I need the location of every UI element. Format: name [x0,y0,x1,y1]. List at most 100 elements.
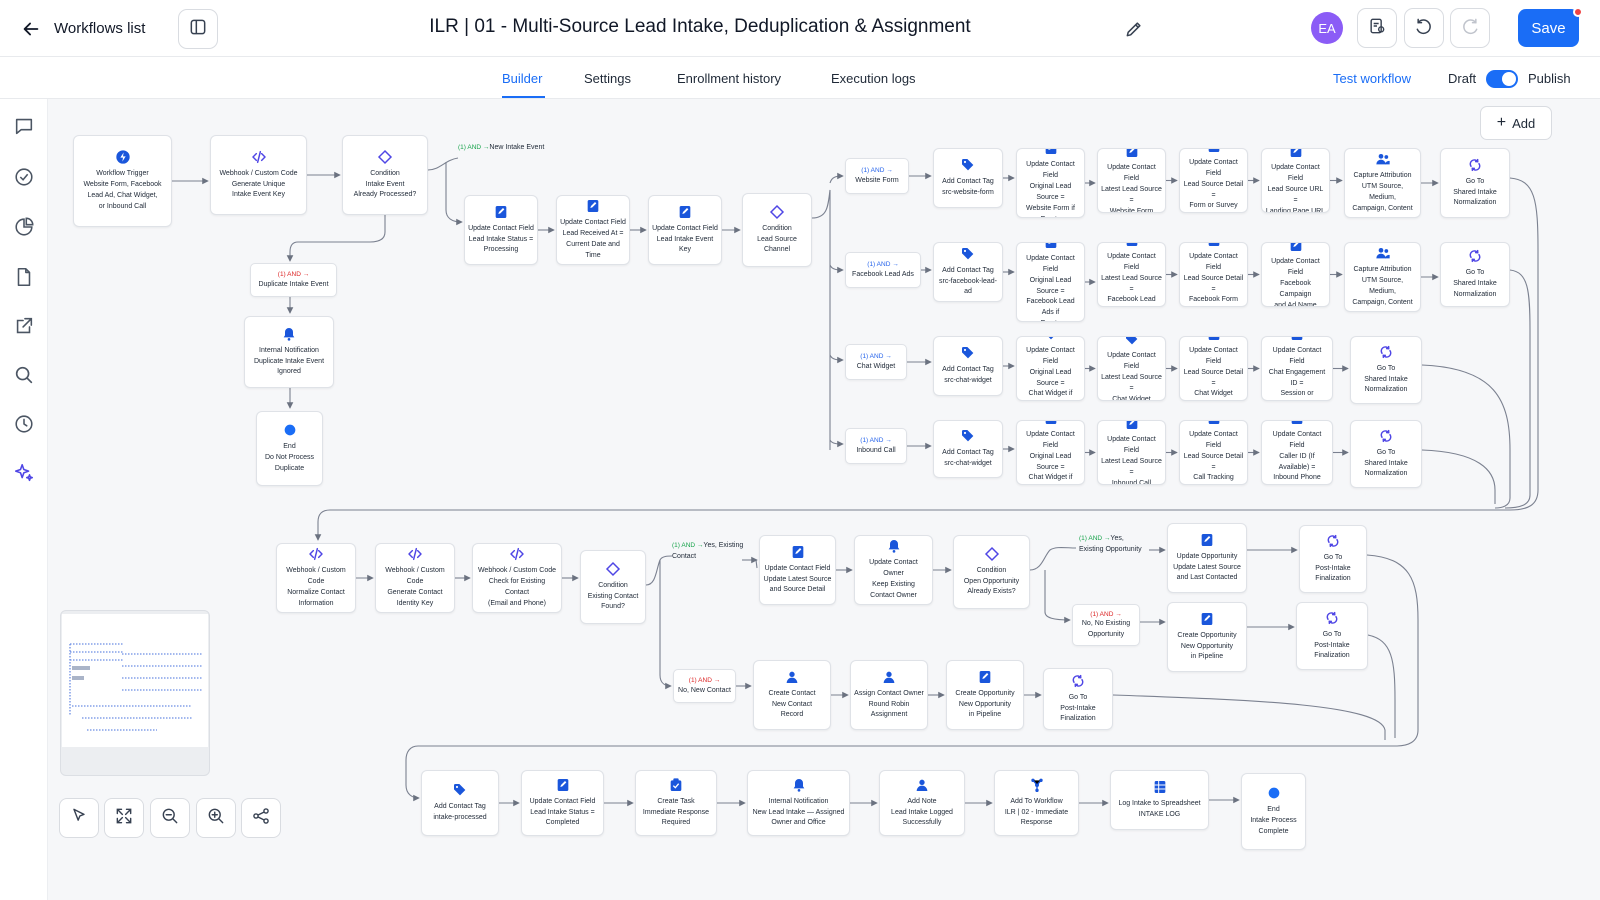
workflow-node-f1[interactable]: Add Contact Tag src-facebook-lead-ad [933,242,1003,302]
workflow-node-nc4[interactable]: Go To Post-Intake Finalization [1043,668,1113,730]
branch-chat[interactable]: (1) AND →Chat Widget [845,344,907,380]
branch-label: No, New Contact [678,686,731,694]
undo-button[interactable] [1404,8,1444,48]
workflow-node-b4[interactable]: Internal Notification New Lead Intake — … [747,770,850,836]
workflow-node-s2[interactable]: Webhook / Custom Code Generate Contact I… [375,543,455,613]
workflow-node-b6[interactable]: Add To Workflow ILR | 02 - Immediate Res… [994,770,1079,836]
branch-inbound[interactable]: (1) AND →Inbound Call [845,428,907,464]
workflow-node-s3[interactable]: Webhook / Custom Code Check for Existing… [472,543,562,613]
workflow-node-c2[interactable]: Update Contact Field Original Lead Sourc… [1016,336,1085,401]
workflow-node-w7[interactable]: Go To Shared Intake Normalization [1440,148,1510,218]
workflow-node-n4[interactable]: Update Contact Field Lead Intake Status … [464,195,538,265]
redo-button[interactable] [1450,8,1490,48]
workflow-node-n3[interactable]: Condition Intake Event Already Processed… [342,135,428,215]
workflow-node-w6[interactable]: Capture Attribution UTM Source, Medium, … [1344,148,1421,218]
workflow-node-i1[interactable]: Add Contact Tag src-chat-widget [933,420,1003,478]
branch-facebook[interactable]: (1) AND →Facebook Lead Ads [845,252,921,288]
branch-yes_contact[interactable]: (1) AND →Yes, Existing Contact [672,541,754,573]
workflow-node-n7[interactable]: Condition Lead Source Channel [742,193,812,267]
workflow-node-b3[interactable]: Create Task Immediate Response Required [635,770,717,836]
document-icon[interactable] [13,266,35,288]
branch-website[interactable]: (1) AND →Website Form [845,158,909,194]
workflow-node-i2[interactable]: Update Contact Field Original Lead Sourc… [1016,420,1085,485]
workflow-node-f5[interactable]: Update Contact Field Facebook Campaign a… [1261,242,1330,307]
workflow-node-s4[interactable]: Condition Existing Contact Found? [580,550,646,624]
workflow-node-b1[interactable]: Add Contact Tag intake-processed [421,770,499,836]
workflow-node-f2[interactable]: Update Contact Field Original Lead Sourc… [1016,242,1085,322]
workflow-node-s1[interactable]: Webhook / Custom Code Normalize Contact … [276,543,356,613]
tab-builder[interactable]: Builder [502,71,543,86]
pencil-icon[interactable] [1124,19,1144,39]
workflow-node-f3[interactable]: Update Contact Field Latest Lead Source … [1097,242,1166,307]
workflow-node-w1[interactable]: Add Contact Tag src-website-form [933,148,1003,208]
search-icon[interactable] [13,364,35,386]
tab-settings[interactable]: Settings [584,71,631,86]
workflow-node-b7[interactable]: Log Intake to Spreadsheet INTAKE LOG [1110,770,1209,830]
workflow-node-f6[interactable]: Capture Attribution UTM Source, Medium, … [1344,242,1421,312]
zoom-out-button[interactable] [150,798,190,838]
workflow-node-b8[interactable]: End Intake Process Complete [1241,773,1306,850]
workflow-node-c3[interactable]: Update Contact Field Latest Lead Source … [1097,336,1166,401]
workflow-node-i3[interactable]: Update Contact Field Latest Lead Source … [1097,420,1166,485]
workflow-node-y2[interactable]: Update Contact Owner Keep Existing Conta… [854,535,933,605]
workflow-node-i6[interactable]: Go To Shared Intake Normalization [1350,420,1422,488]
workflow-node-y1[interactable]: Update Contact Field Update Latest Sourc… [759,535,836,605]
user-avatar[interactable]: EA [1311,12,1343,44]
workflow-node-n2[interactable]: Webhook / Custom Code Generate Unique In… [210,135,307,215]
share-button[interactable] [241,798,281,838]
workflow-node-c4[interactable]: Update Contact Field Lead Source Detail … [1179,336,1248,401]
check-circle-icon[interactable] [13,166,35,188]
back-arrow-icon[interactable] [20,18,42,40]
history-icon[interactable] [13,413,35,435]
select-tool-button[interactable] [59,798,99,838]
ai-sparkle-icon[interactable] [13,462,35,484]
workflow-title[interactable]: ILR | 01 - Multi-Source Lead Intake, Ded… [429,16,971,37]
workflow-node-nc2[interactable]: Assign Contact Owner Round Robin Assignm… [850,660,928,730]
tab-enrollment-history[interactable]: Enrollment history [677,71,782,86]
workflow-node-nc1[interactable]: Create Contact New Contact Record [753,660,831,730]
fit-view-button[interactable] [104,798,144,838]
workflow-node-n9[interactable]: End Do Not Process Duplicate [256,411,323,486]
comment-icon[interactable] [13,115,35,137]
workflow-node-b2[interactable]: Update Contact Field Lead Intake Status … [521,770,604,836]
workflow-node-o4[interactable]: Go To Post-Intake Finalization [1296,602,1368,670]
branch-no_opp[interactable]: (1) AND →No, No Existing Opportunity [1072,604,1140,646]
tab-execution-logs[interactable]: Execution logs [831,71,916,86]
workflow-node-o2[interactable]: Go To Post-Intake Finalization [1299,525,1367,593]
sidebar-toggle-button[interactable] [178,9,218,49]
workflow-node-b5[interactable]: Add Note Lead Intake Logged Successfully [879,770,965,836]
save-button[interactable]: Save [1518,9,1579,47]
pie-chart-icon[interactable] [13,216,35,238]
workflow-node-c1[interactable]: Add Contact Tag src-chat-widget [933,336,1003,396]
workflow-node-n6[interactable]: Update Contact Field Lead Intake Event K… [648,195,722,265]
workflow-node-n1[interactable]: Workflow Trigger Website Form, Facebook … [73,135,172,227]
branch-yes_opp[interactable]: (1) AND →Yes, Existing Opportunity [1079,534,1149,574]
workflow-node-w4[interactable]: Update Contact Field Lead Source Detail … [1179,148,1248,213]
add-node-button[interactable]: + Add [1480,106,1552,140]
workflow-node-o1[interactable]: Update Opportunity Update Latest Source … [1167,523,1247,593]
workflow-node-w3[interactable]: Update Contact Field Latest Lead Source … [1097,148,1166,213]
workflow-node-i4[interactable]: Update Contact Field Lead Source Detail … [1179,420,1248,485]
workflow-node-w2[interactable]: Update Contact Field Original Lead Sourc… [1016,148,1085,218]
workflow-node-w5[interactable]: Update Contact Field Lead Source URL = L… [1261,148,1330,213]
branch-new_intake[interactable]: (1) AND →New Intake Event [458,143,558,171]
workflow-node-c6[interactable]: Go To Shared Intake Normalization [1350,336,1422,404]
workflow-node-i5[interactable]: Update Contact Field Caller ID (If Avail… [1261,420,1333,485]
external-link-icon[interactable] [13,315,35,337]
workflow-node-o3[interactable]: Create Opportunity New Opportunity in Pi… [1167,602,1247,672]
workflow-node-f4[interactable]: Update Contact Field Lead Source Detail … [1179,242,1248,307]
workflow-node-n5[interactable]: Update Contact Field Lead Received At = … [556,195,630,265]
minimap-viewport[interactable] [62,614,208,747]
workflow-node-n8[interactable]: Internal Notification Duplicate Intake E… [244,316,334,388]
workflow-stats-button[interactable] [1357,8,1397,48]
branch-no_contact[interactable]: (1) AND →No, New Contact [673,669,736,703]
workflow-node-c5[interactable]: Update Contact Field Chat Engagement ID … [1261,336,1333,401]
branch-duplicate[interactable]: (1) AND →Duplicate Intake Event [250,263,337,297]
zoom-in-button[interactable] [196,798,236,838]
back-to-workflows-link[interactable]: Workflows list [54,20,146,37]
workflow-node-f7[interactable]: Go To Shared Intake Normalization [1440,242,1510,307]
workflow-node-nc3[interactable]: Create Opportunity New Opportunity in Pi… [946,660,1024,730]
node-text: Create Task Immediate Response Required [642,797,710,827]
test-workflow-link[interactable]: Test workflow [1333,71,1412,86]
workflow-node-y3[interactable]: Condition Open Opportunity Already Exist… [953,535,1030,609]
